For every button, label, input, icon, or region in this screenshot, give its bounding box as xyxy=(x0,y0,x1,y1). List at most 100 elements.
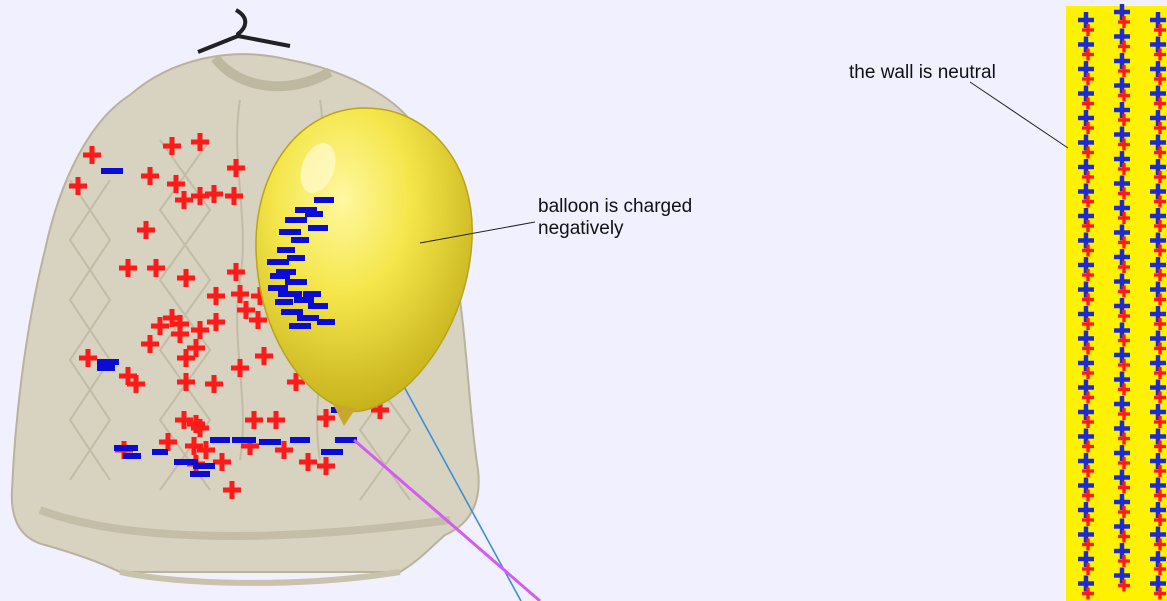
minus-charge-icon xyxy=(287,255,305,261)
plus-charge-icon xyxy=(1150,576,1166,592)
plus-charge-icon xyxy=(1078,159,1094,175)
plus-charge-icon xyxy=(1150,478,1166,494)
plus-charge-icon xyxy=(245,411,263,429)
plus-charge-icon xyxy=(1150,551,1166,567)
minus-charge-icon xyxy=(308,225,328,231)
minus-charge-icon xyxy=(285,217,307,223)
minus-charge-icon xyxy=(305,211,323,217)
plus-charge-icon xyxy=(191,133,209,151)
plus-charge-icon xyxy=(1114,421,1130,437)
minus-charge-icon xyxy=(308,303,328,309)
minus-charge-icon xyxy=(101,168,123,174)
plus-charge-icon xyxy=(1114,372,1130,388)
plus-charge-icon xyxy=(225,187,243,205)
minus-charge-icon xyxy=(290,437,310,443)
plus-charge-icon xyxy=(187,339,205,357)
plus-charge-icon xyxy=(1150,257,1166,273)
plus-charge-icon xyxy=(1114,127,1130,143)
minus-charge-icon xyxy=(279,229,301,235)
plus-charge-icon xyxy=(1078,380,1094,396)
plus-charge-icon xyxy=(1078,453,1094,469)
plus-charge-icon xyxy=(1114,470,1130,486)
minus-charge-icon xyxy=(123,453,141,459)
plus-charge-icon xyxy=(231,359,249,377)
minus-charge-icon xyxy=(297,315,319,321)
plus-charge-icon xyxy=(1114,347,1130,363)
minus-charge-icon xyxy=(314,197,334,203)
plus-charge-icon xyxy=(213,453,231,471)
plus-charge-icon xyxy=(1150,404,1166,420)
plus-charge-icon xyxy=(317,457,335,475)
plus-charge-icon xyxy=(1114,151,1130,167)
plus-charge-icon xyxy=(1078,355,1094,371)
plus-charge-icon xyxy=(1150,355,1166,371)
minus-charge-icon xyxy=(303,291,321,297)
minus-charge-icon xyxy=(268,285,288,291)
plus-charge-icon xyxy=(69,177,87,195)
plus-charge-icon xyxy=(79,349,97,367)
plus-charge-icon xyxy=(1114,543,1130,559)
plus-charge-icon xyxy=(1150,306,1166,322)
plus-charge-icon xyxy=(171,325,189,343)
plus-charge-icon xyxy=(1114,323,1130,339)
plus-charge-icon xyxy=(1114,274,1130,290)
plus-charge-icon xyxy=(1150,331,1166,347)
plus-charge-icon xyxy=(1150,502,1166,518)
plus-charge-icon xyxy=(119,259,137,277)
plus-charge-icon xyxy=(1078,282,1094,298)
balloon-charge-label: balloon is charged negatively xyxy=(538,196,778,240)
wall-charge-label: the wall is neutral xyxy=(849,62,996,84)
plus-charge-icon xyxy=(177,269,195,287)
plus-charge-icon xyxy=(1078,257,1094,273)
plus-charge-icon xyxy=(249,311,267,329)
plus-charge-icon xyxy=(1078,404,1094,420)
minus-charge-icon xyxy=(281,309,303,315)
plus-charge-icon xyxy=(177,349,195,367)
plus-charge-icon xyxy=(1114,568,1130,584)
plus-charge-icon xyxy=(227,263,245,281)
plus-charge-icon xyxy=(1150,12,1166,28)
plus-charge-icon xyxy=(1114,225,1130,241)
wall-label-leader xyxy=(970,82,1068,148)
plus-charge-icon xyxy=(205,375,223,393)
plus-charge-icon xyxy=(1150,282,1166,298)
plus-charge-icon xyxy=(1114,249,1130,265)
minus-charge-icon xyxy=(291,237,309,243)
balloon[interactable] xyxy=(256,108,472,426)
plus-charge-icon xyxy=(1150,429,1166,445)
plus-charge-icon xyxy=(163,137,181,155)
plus-charge-icon xyxy=(1078,527,1094,543)
minus-charge-icon xyxy=(278,291,302,297)
minus-charge-icon xyxy=(289,323,311,329)
plus-charge-icon xyxy=(1114,396,1130,412)
plus-charge-icon xyxy=(1150,453,1166,469)
plus-charge-icon xyxy=(1078,37,1094,53)
minus-charge-icon xyxy=(275,299,293,305)
minus-charge-icon xyxy=(267,259,289,265)
plus-charge-icon xyxy=(1114,519,1130,535)
plus-charge-icon xyxy=(191,321,209,339)
plus-charge-icon xyxy=(1114,494,1130,510)
plus-charge-icon xyxy=(1114,298,1130,314)
plus-charge-icon xyxy=(147,259,165,277)
plus-charge-icon xyxy=(1114,78,1130,94)
plus-charge-icon xyxy=(255,347,273,365)
plus-charge-icon xyxy=(1078,551,1094,567)
plus-charge-icon xyxy=(1150,527,1166,543)
plus-charge-icon xyxy=(1150,61,1166,77)
wall-charges xyxy=(1078,4,1166,600)
plus-charge-icon xyxy=(159,433,177,451)
plus-charge-icon xyxy=(137,221,155,239)
minus-charge-icon xyxy=(277,247,295,253)
plus-charge-icon xyxy=(1078,61,1094,77)
plus-charge-icon xyxy=(1150,37,1166,53)
plus-charge-icon xyxy=(141,167,159,185)
minus-charge-icon xyxy=(232,437,256,443)
minus-charge-icon xyxy=(210,437,230,443)
plus-charge-icon xyxy=(1114,53,1130,69)
plus-charge-icon xyxy=(1114,200,1130,216)
plus-charge-icon xyxy=(141,335,159,353)
minus-charge-icon xyxy=(190,471,210,477)
plus-charge-icon xyxy=(1150,159,1166,175)
